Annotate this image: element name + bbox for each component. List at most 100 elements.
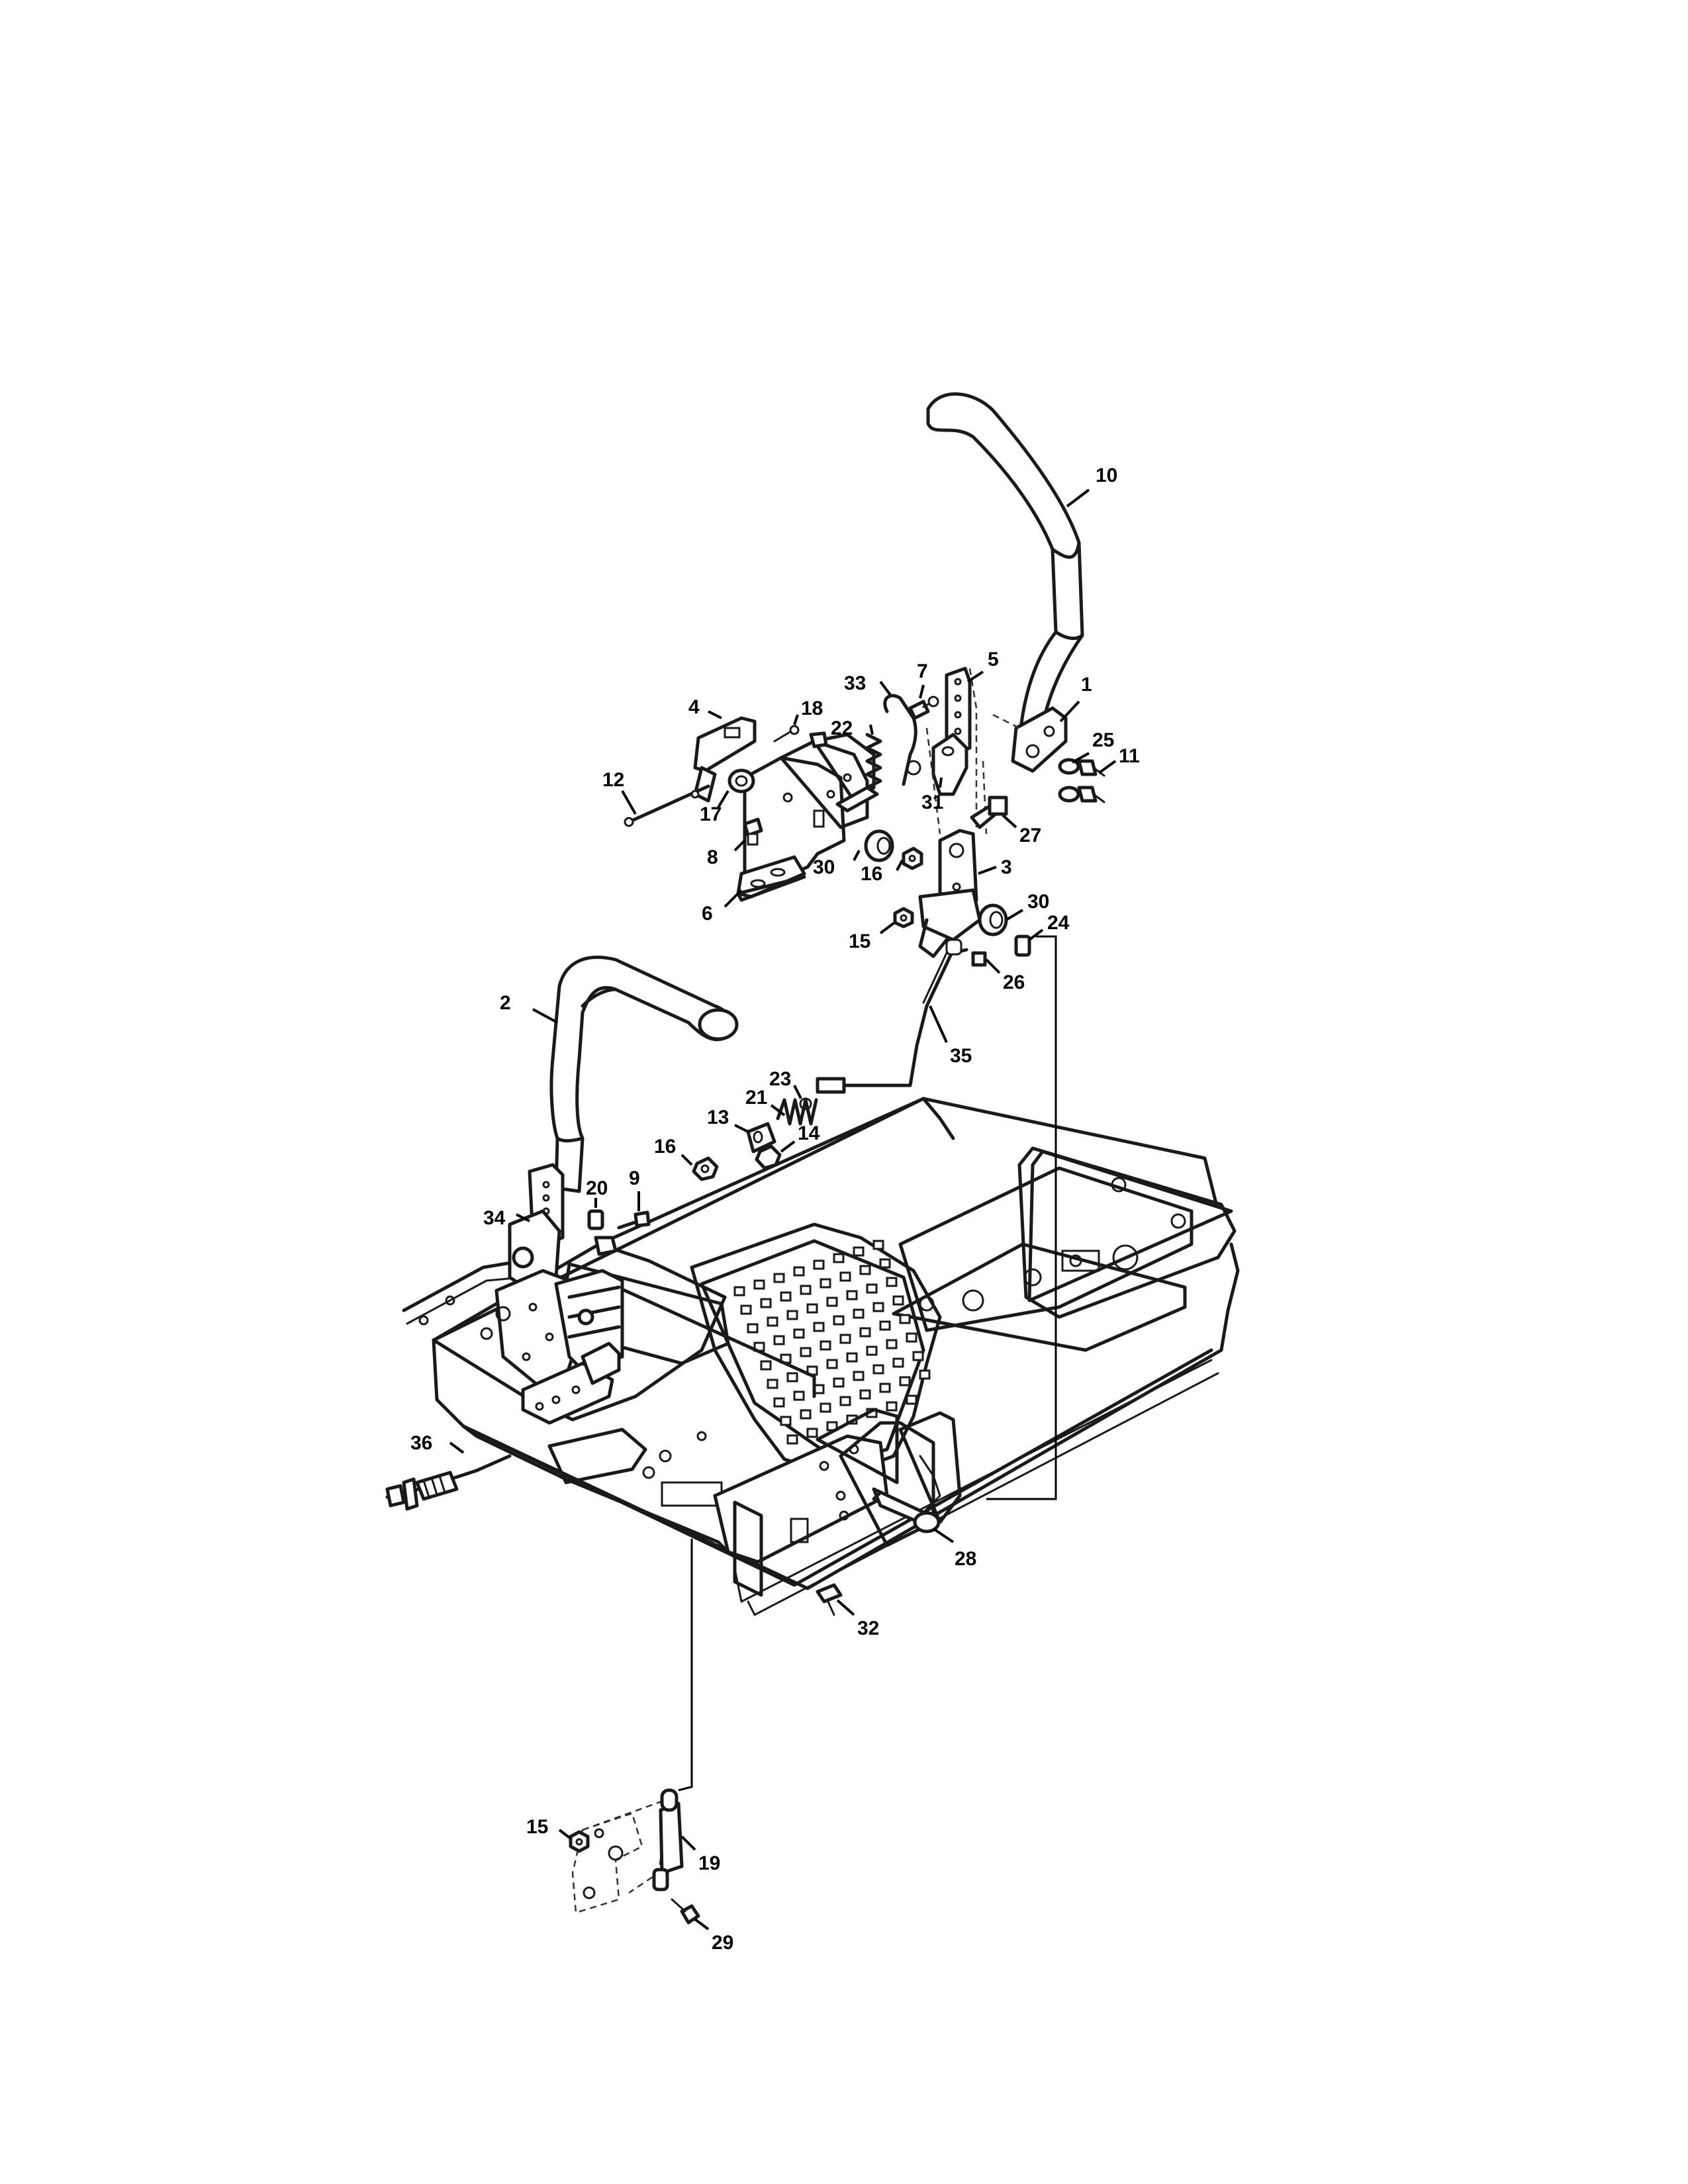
reference-lines bbox=[678, 935, 1057, 1792]
perforation-hole bbox=[899, 1376, 911, 1387]
callout-18: 18 bbox=[801, 698, 823, 719]
perforation-hole bbox=[906, 1332, 917, 1343]
left-lever-mechanism bbox=[494, 1163, 651, 1425]
perforation-hole bbox=[853, 1371, 865, 1381]
callout-4: 4 bbox=[688, 696, 700, 718]
callout-15-lower: 15 bbox=[526, 1816, 548, 1838]
callout-35: 35 bbox=[950, 1045, 972, 1067]
perforation-hole bbox=[773, 1335, 785, 1345]
callout-30-lower: 30 bbox=[1027, 891, 1049, 913]
perforation-hole bbox=[733, 1286, 745, 1297]
callout-11: 11 bbox=[1119, 745, 1140, 767]
perforation-hole bbox=[786, 1434, 798, 1445]
perforation-hole bbox=[813, 1259, 825, 1270]
callout-13: 13 bbox=[707, 1107, 729, 1128]
perforation-hole bbox=[886, 1277, 898, 1287]
perforation-hole bbox=[826, 1297, 838, 1307]
perforation-hole bbox=[853, 1246, 865, 1257]
perforation-hole bbox=[833, 1315, 845, 1326]
perforation-hole bbox=[919, 1369, 931, 1380]
callout-28: 28 bbox=[955, 1548, 976, 1570]
perforation-hole bbox=[780, 1416, 792, 1426]
perforation-hole bbox=[839, 1396, 851, 1406]
perforation-hole bbox=[820, 1278, 831, 1289]
perforation-hole bbox=[740, 1304, 752, 1315]
callout-26: 26 bbox=[1003, 972, 1025, 993]
perforation-hole bbox=[767, 1316, 778, 1327]
callout-21: 21 bbox=[745, 1087, 767, 1109]
perforation-hole bbox=[760, 1360, 772, 1371]
perforation-hole bbox=[780, 1291, 792, 1302]
perforation-hole bbox=[826, 1359, 838, 1369]
callout-14: 14 bbox=[798, 1122, 820, 1144]
callout-33: 33 bbox=[844, 672, 866, 694]
perforation-hole bbox=[846, 1290, 858, 1300]
perforation-hole bbox=[813, 1322, 825, 1332]
perforation-hole bbox=[793, 1328, 805, 1339]
callout-31: 31 bbox=[921, 792, 943, 813]
callout-24: 24 bbox=[1047, 912, 1070, 934]
perforation-hole bbox=[879, 1320, 891, 1331]
callout-27: 27 bbox=[1019, 825, 1041, 846]
perforation-hole bbox=[906, 1394, 917, 1405]
perforation-hole bbox=[892, 1357, 904, 1368]
perforation-hole bbox=[820, 1402, 831, 1413]
perforation-hole bbox=[806, 1428, 818, 1438]
callout-10: 10 bbox=[1096, 465, 1117, 486]
gas-spring-assembly bbox=[569, 1788, 700, 1925]
callout-7: 7 bbox=[917, 660, 928, 682]
perforation-hole bbox=[786, 1372, 798, 1383]
callout-5: 5 bbox=[988, 649, 999, 670]
perforation-hole bbox=[846, 1352, 858, 1363]
perforation-hole bbox=[866, 1345, 878, 1356]
perforation-hole bbox=[886, 1339, 898, 1349]
callout-16-lower: 16 bbox=[654, 1136, 676, 1158]
perforation-hole bbox=[839, 1334, 851, 1344]
left-control-lever bbox=[549, 955, 739, 1193]
perforation-hole bbox=[806, 1303, 818, 1314]
perforation-hole bbox=[773, 1273, 785, 1283]
perforation-hole bbox=[800, 1347, 812, 1357]
perforation-hole bbox=[793, 1390, 805, 1401]
pin-and-bolt bbox=[816, 1487, 941, 1616]
perforation-hole bbox=[866, 1283, 878, 1294]
callout-32: 32 bbox=[857, 1617, 879, 1639]
callout-16-upper: 16 bbox=[861, 863, 882, 885]
perforation-hole bbox=[859, 1265, 871, 1275]
perforation-hole bbox=[859, 1389, 871, 1400]
callout-labels: 10 1 5 7 33 22 18 4 12 17 8 6 30 16 31 2… bbox=[410, 465, 1140, 1954]
callout-12: 12 bbox=[602, 769, 624, 791]
perforation-hole bbox=[892, 1295, 904, 1306]
perforation-hole bbox=[879, 1258, 891, 1269]
cable bbox=[385, 1454, 512, 1511]
spring-assembly bbox=[692, 1097, 818, 1181]
mounting-bracket-assembly bbox=[624, 716, 879, 902]
perforation-hole bbox=[767, 1379, 778, 1389]
callout-30-upper: 30 bbox=[813, 856, 835, 878]
callout-29: 29 bbox=[712, 1932, 733, 1954]
callout-6: 6 bbox=[702, 903, 713, 925]
callout-3: 3 bbox=[1001, 856, 1012, 878]
perforation-hole bbox=[833, 1253, 845, 1263]
perforation-hole bbox=[879, 1383, 891, 1393]
perforation-hole bbox=[793, 1266, 805, 1277]
perforation-hole bbox=[760, 1298, 772, 1308]
perforation-hole bbox=[800, 1285, 812, 1295]
perforation-hole bbox=[753, 1279, 765, 1290]
callout-2: 2 bbox=[500, 992, 511, 1014]
callout-1: 1 bbox=[1081, 674, 1092, 696]
control-rod bbox=[816, 938, 962, 1094]
right-control-lever bbox=[926, 392, 1084, 773]
perforation-hole bbox=[747, 1323, 759, 1334]
callout-15-upper: 15 bbox=[849, 931, 870, 952]
perforation-hole bbox=[773, 1397, 785, 1408]
perforation-hole bbox=[820, 1340, 831, 1351]
perforation-hole bbox=[859, 1327, 871, 1338]
perforation-hole bbox=[786, 1310, 798, 1320]
perforation-hole bbox=[872, 1302, 884, 1312]
perforation-hole bbox=[833, 1377, 845, 1388]
perforation-hole bbox=[853, 1308, 865, 1319]
callout-34: 34 bbox=[483, 1207, 506, 1229]
perforation-hole bbox=[839, 1271, 851, 1282]
